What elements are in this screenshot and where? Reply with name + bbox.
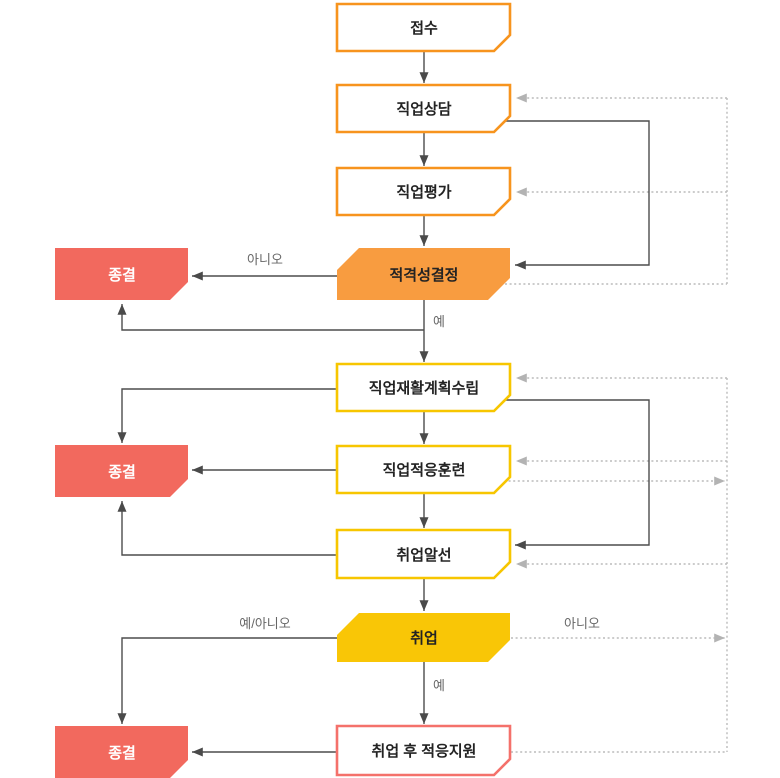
node-post-employment-support-label: 취업 후 적응지원 xyxy=(372,742,477,760)
label-employment-yes: 예 xyxy=(433,678,445,693)
label-employment-no: 아니오 xyxy=(564,616,600,631)
solid-edges xyxy=(117,52,650,757)
node-counseling xyxy=(335,83,512,134)
node-termination-3 xyxy=(55,726,188,778)
node-counseling-label: 직업상담 xyxy=(396,100,451,118)
node-employment-label: 취업 xyxy=(410,630,438,647)
node-evaluation-label: 직업평가 xyxy=(396,183,451,201)
label-eligibility-no: 아니오 xyxy=(247,252,283,267)
node-post-employment-support xyxy=(335,724,512,777)
node-job-placement-label: 취업알선 xyxy=(396,547,451,564)
dotted-feedback-bottom xyxy=(504,373,728,753)
dotted-feedback-top xyxy=(505,93,728,285)
label-employment-yes-no: 예/아니오 xyxy=(239,616,290,631)
node-eligibility xyxy=(337,248,510,300)
edge-branch-to-termination1 xyxy=(117,303,424,331)
edge-labels: 아니오 예 예/아니오 아니오 예 xyxy=(239,252,600,693)
node-termination-2-label: 종결 xyxy=(108,463,136,481)
node-employment xyxy=(337,613,510,662)
node-reception xyxy=(335,2,512,53)
node-termination-2 xyxy=(55,445,188,497)
node-eligibility-label: 적격성결정 xyxy=(389,266,458,284)
edge-employment-to-termination3 xyxy=(117,637,337,724)
node-job-placement xyxy=(335,528,512,580)
node-rehab-plan-label: 직업재활계획수립 xyxy=(369,379,479,397)
node-termination-1 xyxy=(55,248,188,300)
node-termination-1-label: 종결 xyxy=(108,266,136,284)
node-reception-label: 접수 xyxy=(410,19,438,37)
node-evaluation xyxy=(335,166,512,217)
flowchart-nodes: 접수 직업상담 직업평가 적격성결정 종결 직업재활계획수립 종결 직업적응훈련… xyxy=(55,2,512,778)
edge-rehab-plan-to-job-placement-loop xyxy=(505,399,650,550)
node-adaptation-training xyxy=(335,444,512,495)
label-eligibility-yes: 예 xyxy=(433,314,445,329)
edge-counseling-to-eligibility-loop xyxy=(503,120,650,270)
edge-job-placement-to-termination2 xyxy=(117,500,337,556)
node-adaptation-training-label: 직업적응훈련 xyxy=(383,461,466,479)
node-termination-3-label: 종결 xyxy=(108,744,136,762)
edge-rehab-plan-to-termination2 xyxy=(117,388,337,444)
node-rehab-plan xyxy=(335,362,512,413)
